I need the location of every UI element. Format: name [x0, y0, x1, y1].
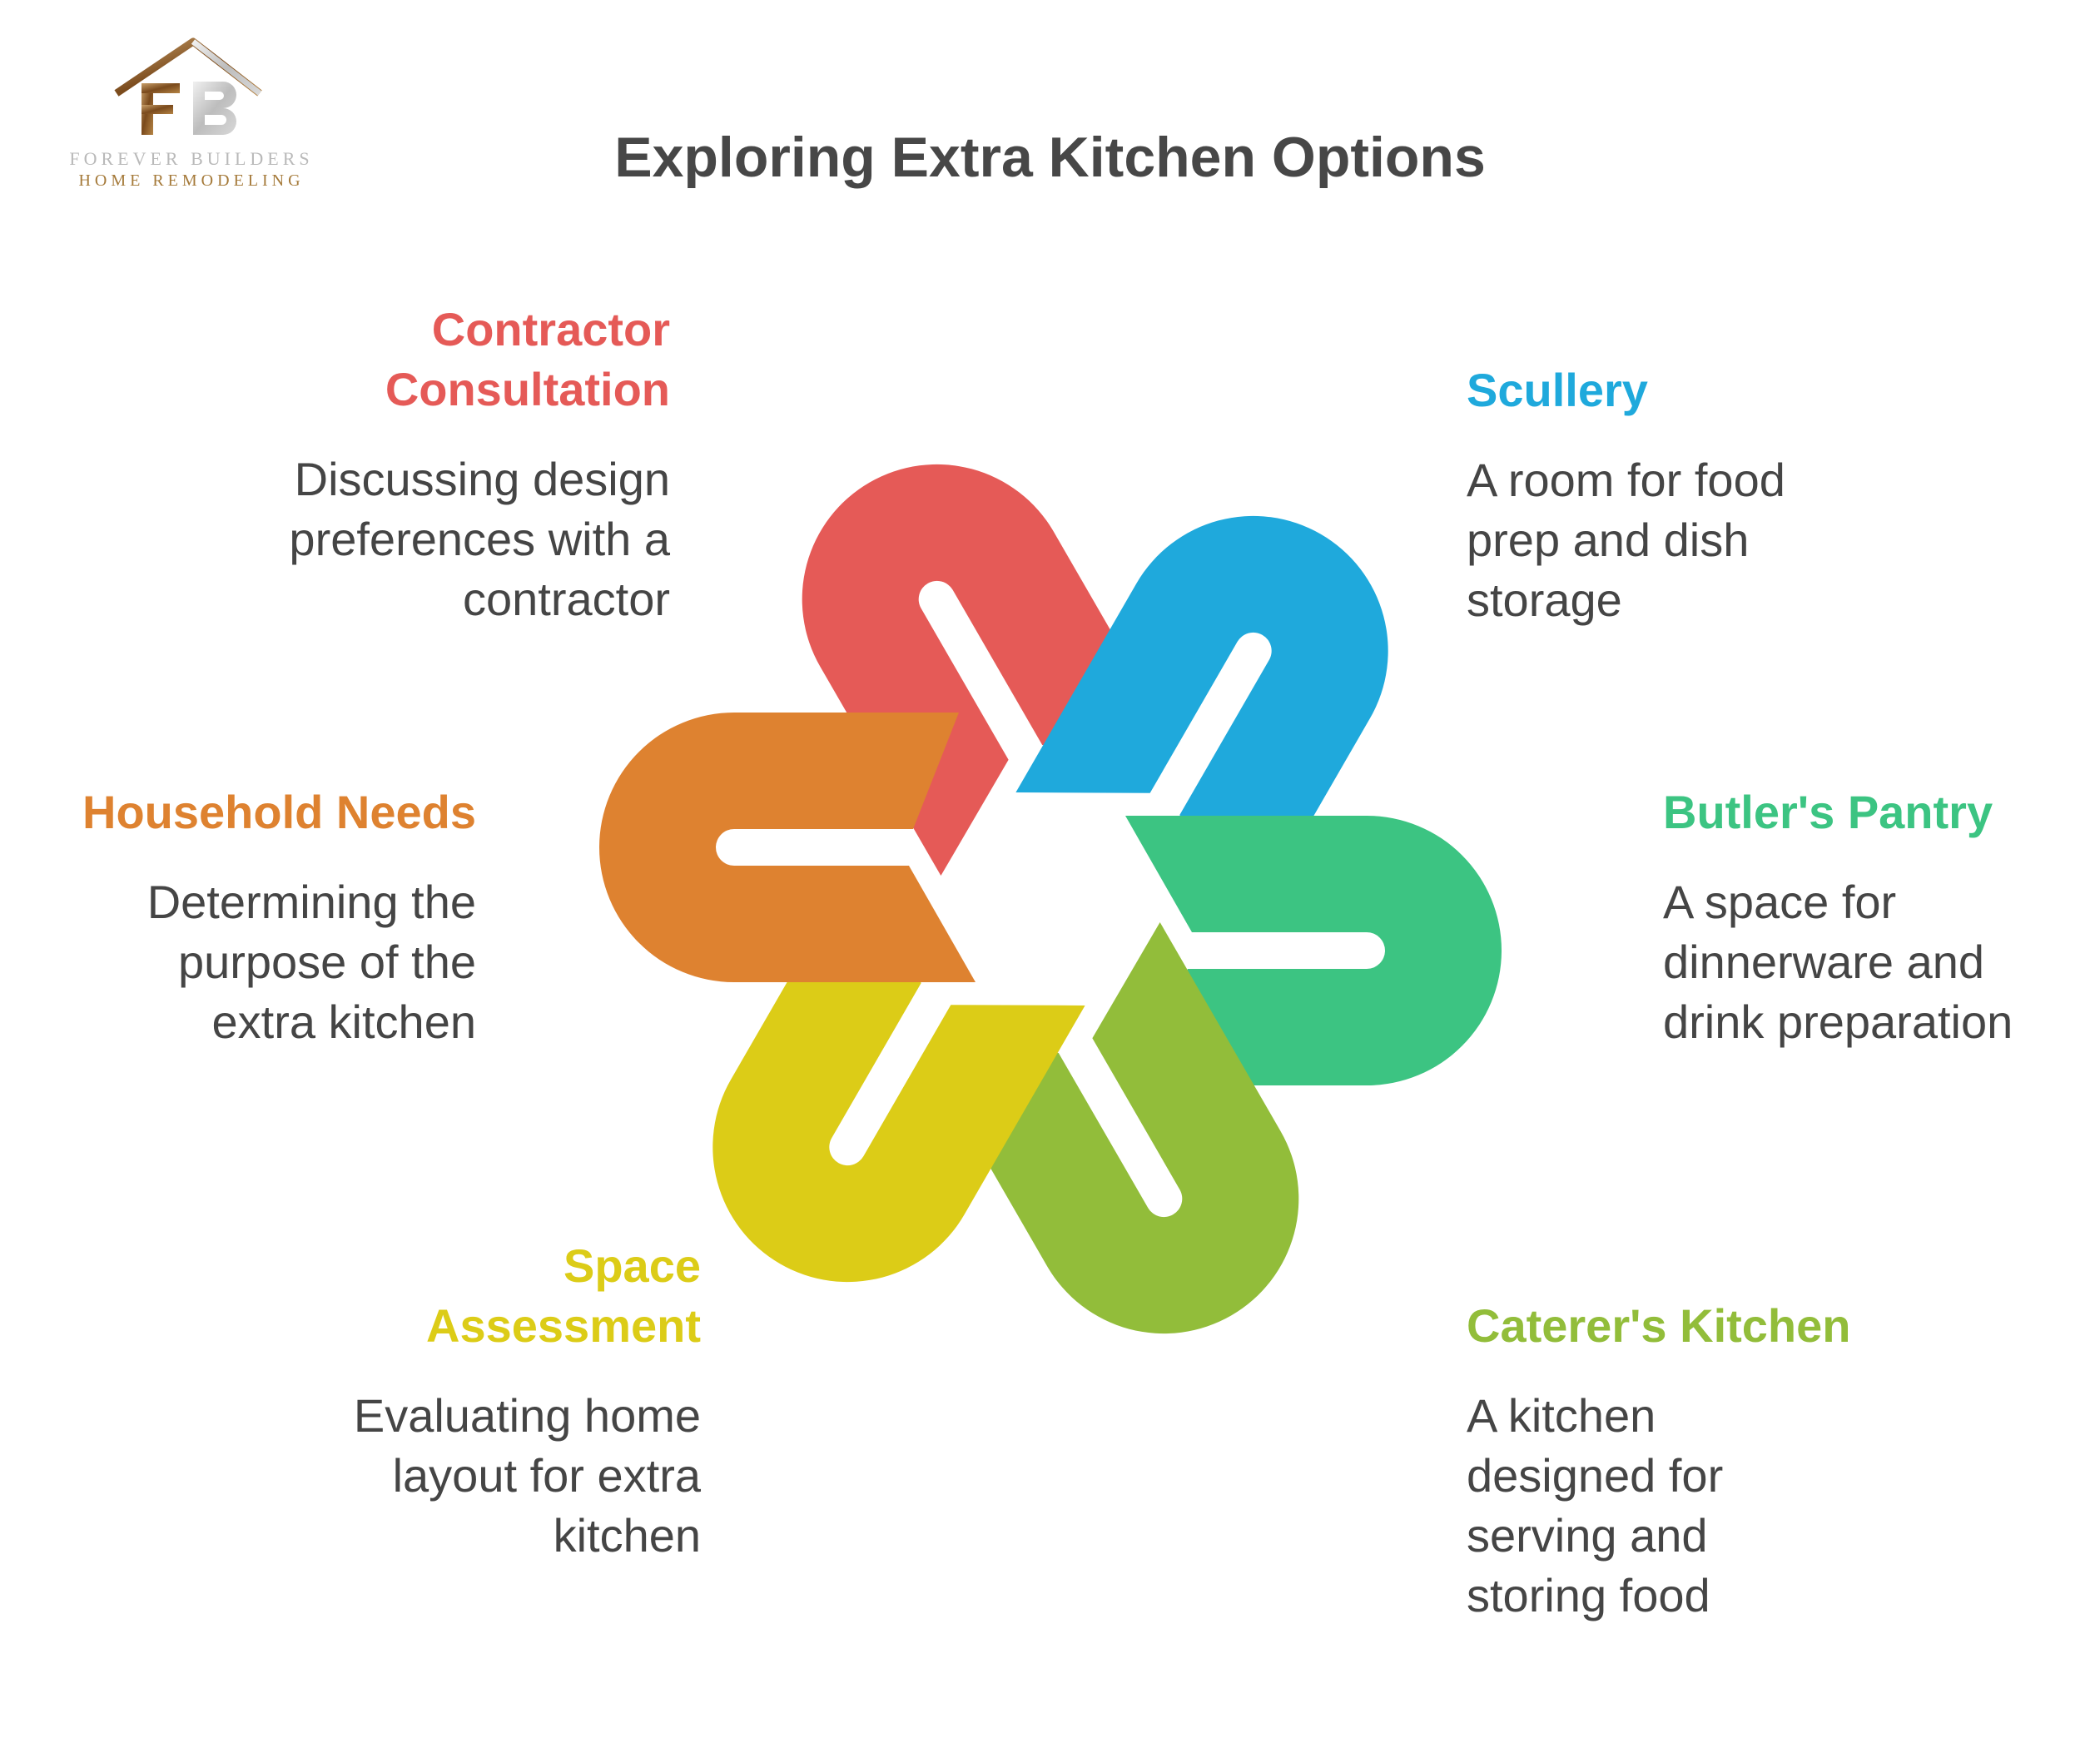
description-line: designed for — [1467, 1449, 1724, 1502]
heading-line: Space — [563, 1239, 701, 1292]
description-line: kitchen — [553, 1509, 701, 1562]
item-description: A kitchen designed for serving and stori… — [1467, 1386, 1933, 1626]
item-description: Determining the purpose of the extra kit… — [33, 872, 476, 1052]
item-household-needs: Household Needs Determining the purpose … — [33, 782, 476, 1052]
description-line: A space for — [1663, 876, 1897, 928]
heading-line: Consultation — [385, 363, 670, 415]
description-line: Determining the — [146, 876, 476, 928]
heading-line: Caterer's Kitchen — [1467, 1299, 1851, 1352]
heading-line: Contractor — [431, 303, 670, 355]
description-line: serving and — [1467, 1509, 1708, 1562]
logo-company-name: FOREVER BUILDERS — [69, 148, 314, 169]
logo-tagline: HOME REMODELING — [78, 171, 305, 190]
item-heading: Household Needs — [33, 782, 476, 842]
description-line: Evaluating home — [353, 1389, 701, 1442]
description-line: A kitchen — [1467, 1389, 1656, 1442]
description-line: storing food — [1467, 1569, 1710, 1621]
company-logo: FOREVER BUILDERS HOME REMODELING — [33, 33, 350, 200]
description-line: drink preparation — [1663, 996, 2013, 1048]
item-heading: Contractor Consultation — [250, 300, 670, 420]
description-line: dinnerware and — [1663, 936, 1985, 988]
description-line: extra kitchen — [211, 996, 477, 1048]
item-description: Discussing design preferences with a con… — [250, 449, 670, 629]
house-logo-icon — [100, 37, 283, 142]
heading-line: Household Needs — [82, 786, 476, 838]
item-caterers-kitchen: Caterer's Kitchen A kitchen designed for… — [1467, 1296, 1933, 1626]
item-description: A space for dinnerware and drink prepara… — [1663, 872, 2096, 1052]
description-line: prep and dish — [1467, 514, 1750, 566]
description-line: layout for extra — [392, 1449, 701, 1502]
loop-caterers-kitchen — [935, 921, 1299, 1334]
item-space-assessment: Space Assessment Evaluating home layout … — [266, 1236, 701, 1566]
item-heading: Space Assessment — [266, 1236, 701, 1356]
page-title: Exploring Extra Kitchen Options — [614, 126, 1486, 189]
item-description: A room for food prep and dish storage — [1467, 450, 1933, 630]
item-description: Evaluating home layout for extra kitchen — [266, 1386, 701, 1566]
description-line: preferences with a — [289, 513, 670, 565]
description-line: storage — [1467, 574, 1622, 626]
heading-line: Scullery — [1467, 364, 1648, 416]
description-line: purpose of the — [177, 936, 476, 988]
description-line: A room for food — [1467, 454, 1785, 506]
item-contractor-consultation: Contractor Consultation Discussing desig… — [250, 300, 670, 629]
heading-line: Assessment — [426, 1299, 701, 1352]
item-heading: Caterer's Kitchen — [1467, 1296, 1933, 1356]
loop-scullery — [1015, 515, 1388, 913]
description-line: Discussing design — [294, 453, 670, 505]
loop-household-needs — [599, 713, 976, 982]
item-scullery: Scullery A room for food prep and dish s… — [1467, 360, 1933, 630]
item-butlers-pantry: Butler's Pantry A space for dinnerware a… — [1663, 782, 2096, 1052]
item-heading: Scullery — [1467, 360, 1933, 420]
description-line: contractor — [463, 573, 670, 625]
loop-butlers-pantry — [1125, 816, 1502, 1085]
item-heading: Butler's Pantry — [1663, 782, 2096, 842]
loop-space-assessment — [712, 885, 1085, 1283]
heading-line: Butler's Pantry — [1663, 786, 1993, 838]
